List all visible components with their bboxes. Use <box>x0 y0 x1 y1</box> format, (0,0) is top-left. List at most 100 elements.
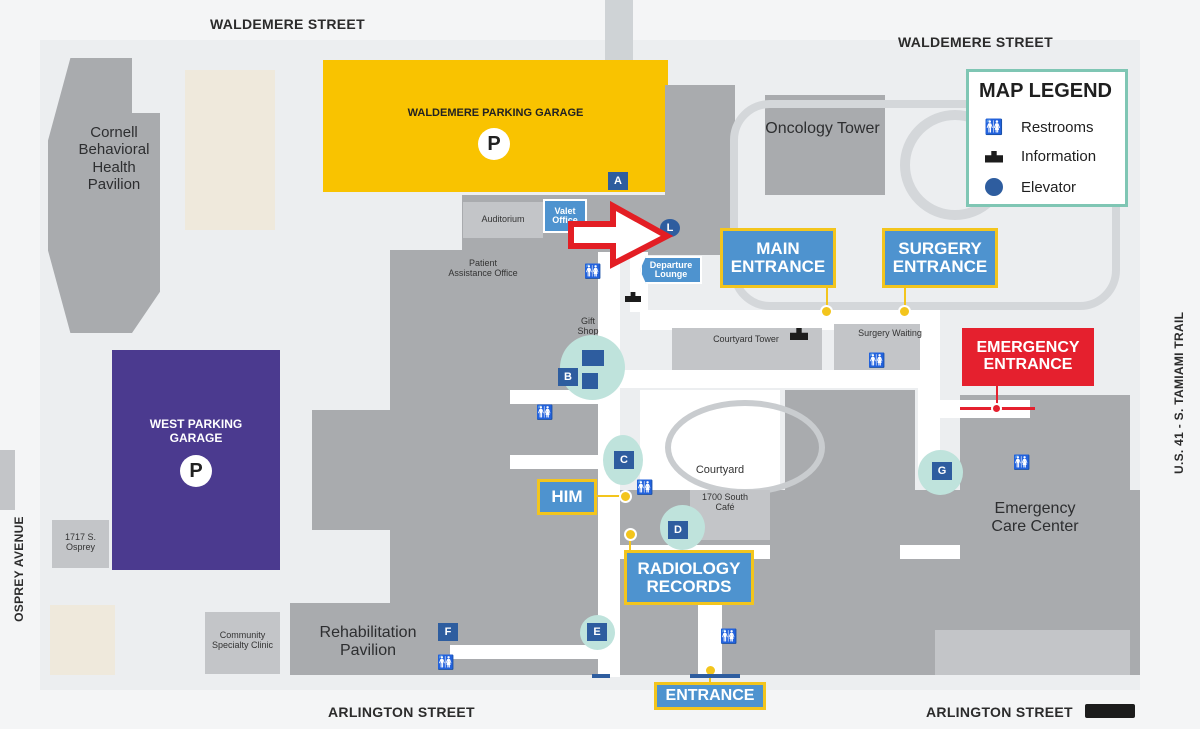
rehab-label: Rehabilitation Pavilion <box>319 624 417 660</box>
map-legend: MAP LEGEND 🚻 Restrooms Information Eleva… <box>966 69 1128 207</box>
parking-symbol-waldemere: P <box>478 128 510 160</box>
walkway-entrance <box>698 600 722 675</box>
street-label-waldemere-left: WALDEMERE STREET <box>210 16 365 32</box>
auditorium-label: Auditorium <box>481 214 525 224</box>
elevator-b-block-2 <box>582 373 598 389</box>
restroom-icon: 🚻 <box>636 479 654 495</box>
arlington-street-area <box>0 690 1200 729</box>
elevator-b[interactable]: B <box>558 368 578 386</box>
him-connector <box>597 495 623 497</box>
main-entrance-connector <box>826 288 828 312</box>
walkway-emergency-center <box>900 545 960 559</box>
radiology-connector <box>629 535 631 550</box>
surgery-waiting-label: Surgery Waiting <box>858 328 922 338</box>
waldemere-garage-label: WALDEMERE PARKING GARAGE <box>407 107 584 119</box>
emergency-entrance-connector <box>996 386 998 410</box>
tamiami-trail-area <box>1140 0 1200 729</box>
entrance-sign[interactable]: ENTRANCE <box>654 682 766 710</box>
courtyard-tower-label: Courtyard Tower <box>713 334 779 344</box>
elevator-icon <box>983 178 1005 196</box>
waldemere-parking-garage <box>323 60 668 192</box>
osprey-1717-building <box>52 520 109 568</box>
osprey-1717-label: 1717 S. Osprey <box>64 532 97 553</box>
surgery-entrance-connector <box>904 288 906 312</box>
legend-item-restrooms: 🚻 Restrooms <box>983 118 1094 137</box>
oncology-label: Oncology Tower <box>765 120 880 137</box>
walkway-south <box>450 645 610 659</box>
elevator-g[interactable]: G <box>932 462 952 480</box>
west-garage-label: WEST PARKING GARAGE <box>149 417 243 445</box>
entrance-door-bar <box>690 674 740 678</box>
elevator-f[interactable]: F <box>438 623 458 641</box>
lot-southwest <box>50 605 115 675</box>
gift-shop-label: Gift Shop <box>577 316 599 337</box>
osprey-avenue-area <box>0 0 40 729</box>
him-dot <box>619 490 632 503</box>
community-clinic-label: Community Specialty Clinic <box>211 630 274 651</box>
main-entrance-sign[interactable]: MAIN ENTRANCE <box>720 228 836 288</box>
restroom-icon: 🚻 <box>984 119 1004 136</box>
street-label-tamiami: U.S. 41 - S. TAMIAMI TRAIL <box>1172 311 1186 474</box>
restroom-icon: 🚻 <box>536 404 554 420</box>
restroom-icon: 🚻 <box>437 654 455 670</box>
elevator-halo-b <box>560 335 625 400</box>
walkway-horizontal-mid <box>620 370 940 388</box>
courtyard-ring <box>665 400 825 495</box>
elevator-d[interactable]: D <box>668 521 688 539</box>
street-label-arlington-right: ARLINGTON STREET <box>926 704 1073 720</box>
elevator-e[interactable]: E <box>587 623 607 641</box>
cafe-label: 1700 South Café <box>701 492 749 513</box>
legend-label-restrooms: Restrooms <box>1021 118 1094 136</box>
restroom-icon: 🚻 <box>1013 454 1031 470</box>
restroom-icon: 🚻 <box>868 352 886 368</box>
oncology-tower <box>765 95 885 195</box>
legend-label-elevator: Elevator <box>1021 178 1077 196</box>
elevator-c[interactable]: C <box>614 451 634 469</box>
walkway-west-low <box>510 455 600 469</box>
emergency-building <box>960 395 1130 555</box>
waldemere-street-area <box>0 0 1200 40</box>
side-road <box>605 0 633 60</box>
cornell-label: Cornell Behavioral Health Pavilion <box>78 124 150 193</box>
valet-office-tag[interactable]: Valet Office <box>543 199 587 233</box>
emergency-lot <box>935 630 1130 675</box>
elevator-b-block-1 <box>582 350 604 366</box>
community-clinic-building <box>205 612 280 674</box>
auditorium-building <box>463 202 543 238</box>
information-icon <box>625 292 641 302</box>
main-entrance-dot <box>820 305 833 318</box>
legend-title: MAP LEGEND <box>979 80 1112 102</box>
surgery-entrance-dot <box>898 305 911 318</box>
legend-item-information: Information <box>983 148 1096 165</box>
walkway-east <box>918 310 940 470</box>
elevator-a[interactable]: A <box>608 172 628 190</box>
lot-north <box>185 70 275 230</box>
parking-symbol-west: P <box>180 455 212 487</box>
courtyard-label: Courtyard <box>695 464 745 476</box>
emergency-center-label: Emergency Care Center <box>991 500 1079 536</box>
him-sign[interactable]: HIM <box>537 479 597 515</box>
restroom-icon: 🚻 <box>584 263 602 279</box>
you-are-here-arrow-icon <box>568 200 674 269</box>
surgery-entrance-sign[interactable]: SURGERY ENTRANCE <box>882 228 998 288</box>
street-label-arlington-left: ARLINGTON STREET <box>328 704 475 720</box>
emergency-entrance-sign[interactable]: EMERGENCY ENTRANCE <box>962 328 1094 386</box>
restroom-icon: 🚻 <box>720 628 738 644</box>
departure-lounge-tag[interactable]: Departure Lounge <box>640 256 702 284</box>
street-label-osprey: OSPREY AVENUE <box>11 516 26 622</box>
patient-assistance-label: Patient Assistance Office <box>448 258 518 279</box>
legend-label-information: Information <box>1021 148 1097 165</box>
legend-item-elevator: Elevator <box>983 178 1076 196</box>
lot-left-strip <box>0 450 15 510</box>
cornell-building <box>48 58 160 333</box>
e-door-bar <box>592 674 610 678</box>
emergency-entrance-dot <box>991 403 1002 414</box>
surgery-waiting <box>834 324 920 370</box>
one-way-icon <box>1085 704 1135 718</box>
radiology-records-sign[interactable]: RADIOLOGY RECORDS <box>624 550 754 605</box>
information-icon <box>983 150 1005 163</box>
street-label-waldemere-right: WALDEMERE STREET <box>898 34 1053 50</box>
radiology-dot <box>624 528 637 541</box>
hospital-west-wing <box>312 410 402 530</box>
